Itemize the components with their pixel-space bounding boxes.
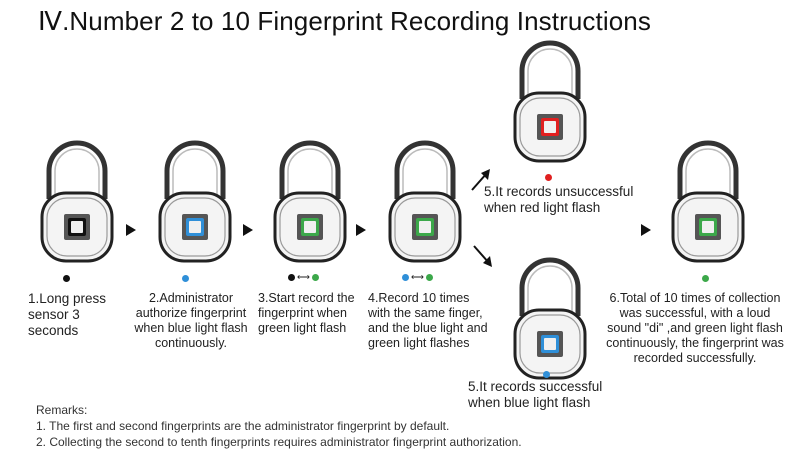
arrow-right-icon — [126, 224, 136, 236]
arrow-down-right-icon — [473, 245, 492, 267]
arrow-right-icon — [243, 224, 253, 236]
step-6-caption: 6.Total of 10 times of collection was su… — [606, 291, 784, 365]
red-light-indicator-icon — [545, 174, 552, 181]
green-light-indicator-icon — [311, 274, 319, 281]
black-light-indicator-icon — [288, 274, 295, 281]
step-4-caption: 4.Record 10 times with the same finger, … — [368, 291, 488, 350]
black-light-indicator-icon — [63, 275, 70, 282]
blue-light-indicator-icon — [182, 275, 189, 282]
padlock-icon — [388, 140, 462, 263]
step-5-successful-caption: 5.It records successful when blue light … — [468, 379, 603, 410]
arrow-right-icon — [356, 224, 366, 236]
padlock-icon — [40, 140, 114, 263]
padlock-icon — [513, 257, 587, 380]
padlock-step-2 — [155, 137, 235, 267]
remark-item: 2. Collecting the second to tenth finger… — [36, 435, 522, 449]
padlock-successful — [510, 254, 590, 384]
padlock-step-6 — [668, 137, 748, 267]
blue-to-green-indicator: ⟷ — [402, 273, 433, 282]
step-5-unsuccessful-caption: 5.It records unsuccessful when red light… — [484, 184, 634, 215]
padlock-icon — [273, 140, 347, 263]
padlock-icon — [158, 140, 232, 263]
blue-light-indicator-icon — [543, 371, 550, 378]
padlock-icon — [513, 40, 587, 163]
padlock-step-3 — [270, 137, 350, 267]
page-title: Ⅳ.Number 2 to 10 Fingerprint Recording I… — [38, 6, 651, 36]
padlock-unsuccessful — [510, 37, 590, 167]
double-arrow-icon: ⟷ — [297, 272, 310, 282]
double-arrow-icon: ⟷ — [411, 272, 424, 282]
padlock-icon — [671, 140, 745, 263]
arrow-right-icon — [641, 224, 651, 236]
green-light-indicator-icon — [702, 275, 709, 282]
blue-light-indicator-icon — [402, 274, 409, 281]
step-3-caption: 3.Start record the fingerprint when gree… — [258, 291, 355, 335]
padlock-step-1 — [37, 137, 117, 267]
step-1-caption: 1.Long press sensor 3 seconds — [28, 291, 107, 338]
remarks-heading: Remarks: — [36, 403, 88, 417]
black-to-green-indicator: ⟷ — [288, 273, 319, 282]
remarks: Remarks: 1. The first and second fingerp… — [36, 402, 522, 450]
remark-item: 1. The first and second fingerprints are… — [36, 419, 450, 433]
green-light-indicator-icon — [425, 274, 433, 281]
step-2-caption: 2.Administrator authorize fingerprint wh… — [134, 291, 248, 350]
arrow-up-right-icon — [471, 169, 490, 191]
padlock-step-4 — [385, 137, 465, 267]
